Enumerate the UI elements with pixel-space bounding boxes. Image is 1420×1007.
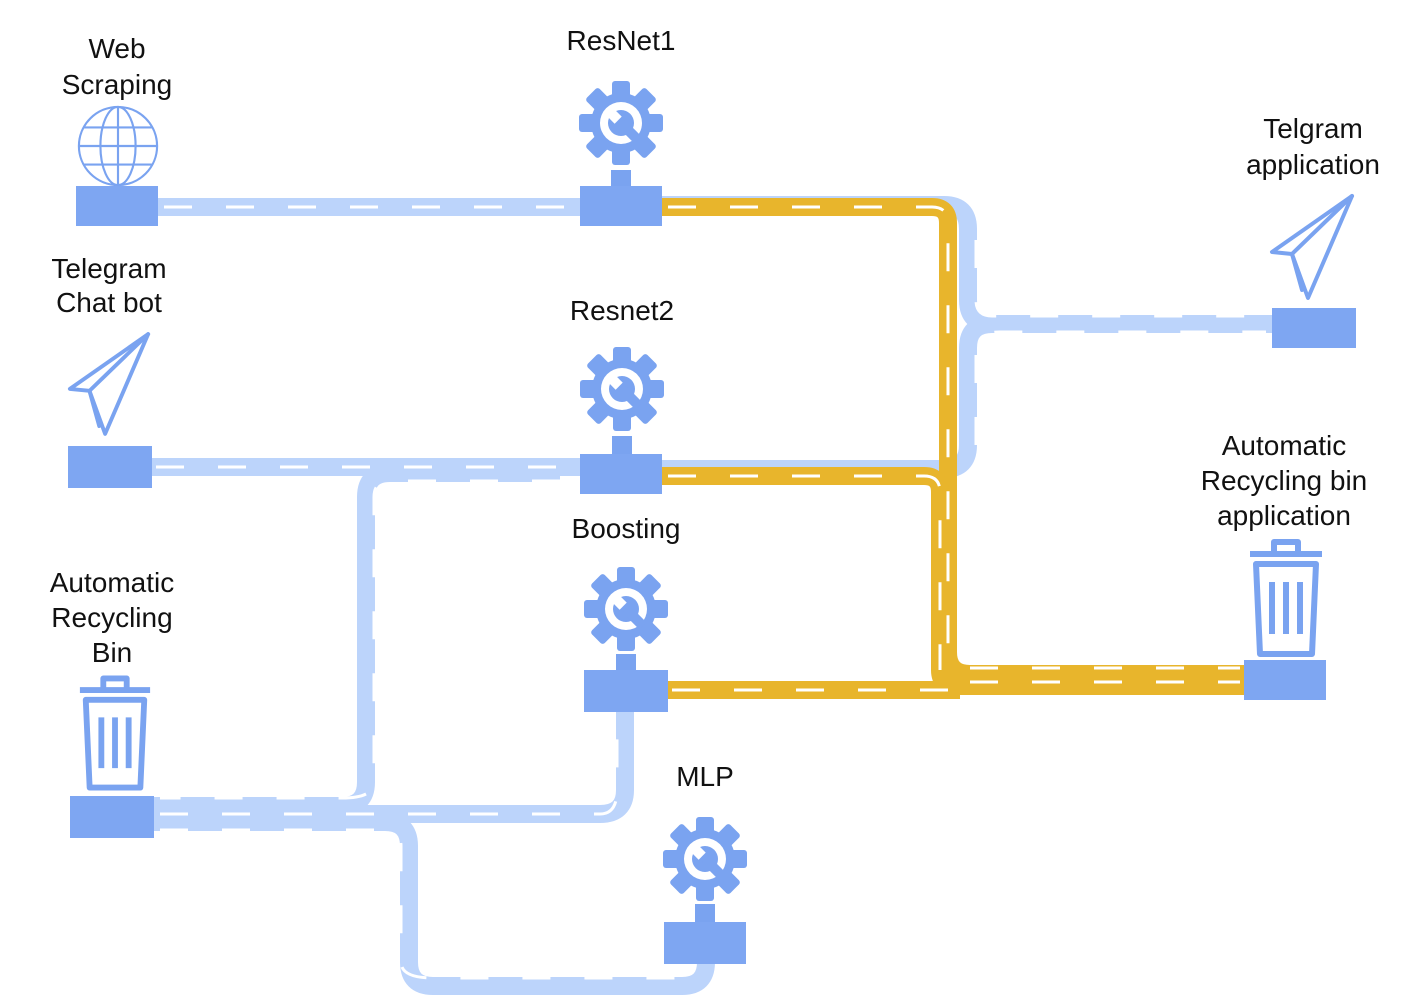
- node-telegram-chat-bot: Telegram Chat bot: [51, 253, 167, 488]
- node-label: Resnet2: [570, 295, 674, 326]
- node-label: Chat bot: [56, 287, 162, 318]
- node-label: Automatic: [1222, 430, 1347, 461]
- node-base: [664, 922, 746, 964]
- node-label: Recycling: [51, 602, 172, 633]
- trash-bin-icon: [80, 678, 150, 787]
- node-base: [580, 454, 662, 494]
- gear-stem: [616, 654, 636, 672]
- node-base: [1272, 308, 1356, 348]
- globe-icon: [77, 105, 159, 187]
- gear-stem: [612, 436, 632, 456]
- node-label: application: [1246, 149, 1380, 180]
- node-telegram-application: Telgram application: [1246, 113, 1380, 348]
- node-label: Web: [88, 33, 145, 64]
- node-label: Bin: [92, 637, 132, 668]
- node-resnet2: Resnet2: [570, 295, 674, 494]
- node-boosting: Boosting: [572, 513, 681, 712]
- gear-stem: [611, 170, 631, 188]
- node-label: Automatic: [50, 567, 175, 598]
- road-resnet1-recyclingapp: [660, 198, 1244, 683]
- road-recyclingbin-mlp: [154, 813, 715, 995]
- node-mlp: MLP: [663, 761, 747, 964]
- gear-wrench-icon: [663, 817, 747, 901]
- telegram-paper-plane-icon: [1272, 196, 1352, 298]
- node-label: Telgram: [1263, 113, 1363, 144]
- node-label: Recycling bin: [1201, 465, 1368, 496]
- node-automatic-recycling-bin: Automatic Recycling Bin: [50, 567, 175, 838]
- node-label: MLP: [676, 761, 734, 792]
- node-base: [70, 796, 154, 838]
- road-resnet1-telegramapp: [660, 196, 1272, 333]
- gear-wrench-icon: [584, 567, 668, 651]
- node-recycling-bin-application: Automatic Recycling bin application: [1201, 430, 1368, 700]
- node-label: Telegram: [51, 253, 166, 284]
- gear-wrench-icon: [580, 347, 664, 431]
- trash-bin-icon: [1250, 542, 1322, 654]
- gear-wrench-icon: [579, 81, 663, 165]
- node-label: application: [1217, 500, 1351, 531]
- node-label: ResNet1: [567, 25, 676, 56]
- node-base: [76, 186, 158, 226]
- gear-stem: [695, 904, 715, 924]
- gold-roads: [660, 198, 1244, 699]
- telegram-paper-plane-icon: [70, 334, 148, 434]
- node-label: Boosting: [572, 513, 681, 544]
- node-web-scraping: Web Scraping: [62, 33, 173, 226]
- node-base: [68, 446, 152, 488]
- node-resnet1: ResNet1: [567, 25, 676, 226]
- node-base: [580, 186, 662, 226]
- road-chatbot-recyclingbin: [154, 464, 560, 815]
- node-base: [1244, 660, 1326, 700]
- node-base: [584, 670, 668, 712]
- node-label: Scraping: [62, 69, 173, 100]
